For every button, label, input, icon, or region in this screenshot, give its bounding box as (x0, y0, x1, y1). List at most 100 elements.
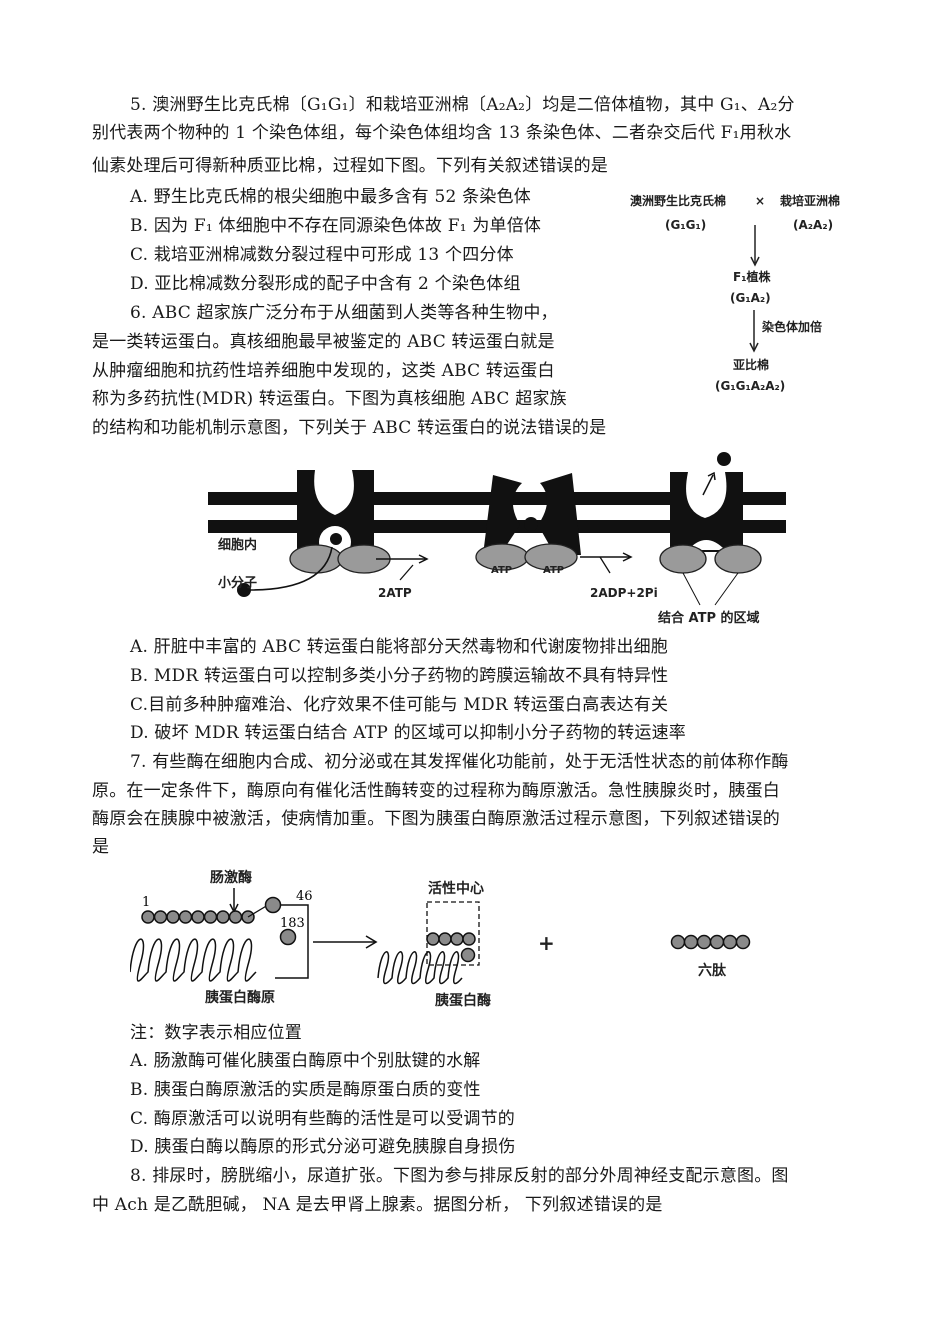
atp-label-right: ATP (543, 565, 564, 576)
peptide-link (247, 904, 269, 918)
position-183-label: 183 (280, 916, 305, 931)
release-arrow (702, 474, 714, 496)
q6-stem-line-1: 6. ABC 超家族广泛分布于从细菌到人类等各种生物中， (130, 303, 558, 323)
amino-acid-bead (735, 934, 751, 950)
chain-loop (275, 904, 309, 979)
callout-line (682, 572, 701, 606)
amino-acid-bead (722, 934, 738, 950)
amino-acid-bead (670, 934, 686, 950)
amino-acid-bead (191, 910, 205, 924)
enterokinase-label: 肠激酶 (210, 869, 252, 886)
q7-option-c: C. 酶原激活可以说明有些酶的活性是可以受调节的 (130, 1109, 516, 1129)
q6-stem-line-5: 的结构和功能机制示意图，下列关于 ABC 转运蛋白的说法错误的是 (92, 418, 607, 438)
position-46-label: 46 (296, 889, 313, 904)
atp-binding-domain (289, 544, 343, 574)
q7-option-d: D. 胰蛋白酶以酶原的形式分泌可避免胰腺自身损伤 (130, 1137, 516, 1157)
q5-stem-line-3: 仙素处理后可得新种质亚比棉，过程如下图。下列有关叙述错误的是 (92, 156, 608, 176)
atp-input-arrow (399, 564, 414, 581)
q7-stem-line-3: 酶原会在胰腺中被激活，使病情加重。下图为胰蛋白酶原激活过程示意图，下列叙述错误的 (92, 809, 780, 829)
q5-option-b: B. 因为 F₁ 体细胞中不存在同源染色体故 F₁ 为单倍体 (130, 216, 542, 236)
active-site-beads (426, 932, 476, 946)
q6-stem-line-2: 是一类转运蛋白。真核细胞最早被鉴定的 ABC 转运蛋白就是 (92, 332, 555, 352)
release-arrow-head (707, 471, 716, 481)
amino-acid-bead (178, 910, 193, 924)
q6-option-b: B. MDR 转运蛋白可以控制多类小分子药物的跨膜运输故不具有特异性 (130, 666, 669, 686)
active-center-box (426, 901, 480, 966)
arrow-head-1 (750, 256, 760, 267)
active-residue (460, 947, 476, 963)
parent1-label: 澳洲野生比克氏棉 (630, 193, 726, 208)
active-center-label: 活性中心 (428, 880, 484, 897)
small-molecule-label: 小分子 (218, 575, 257, 591)
position-1-label: 1 (142, 895, 150, 910)
q5-stem-line-2: 别代表两个物种的 1 个染色体组，每个染色体组均含 13 条染色体、二者杂交后代… (92, 123, 792, 143)
transporter-state-2 (483, 473, 581, 555)
arrow-1-head (418, 554, 429, 564)
amino-acid-bead (203, 910, 218, 924)
q5-option-c: C. 栽培亚洲棉减数分裂过程中可形成 13 个四分体 (130, 245, 514, 265)
q7-stem-line-2: 原。在一定条件下，酶原向有催化活性酶转变的过程称为酶原激活。急性胰腺炎时，胰蛋白 (92, 781, 780, 801)
amino-acid-bead (228, 910, 243, 924)
propeptide-beads (141, 910, 255, 924)
helix-coil (130, 938, 257, 982)
activation-arrow-head (365, 935, 378, 949)
hexapeptide-label: 六肽 (698, 962, 727, 979)
amino-acid-bead (166, 910, 180, 924)
parent2-label: 栽培亚洲棉 (780, 193, 840, 208)
q6-option-c: C.目前多种肿瘤难治、化疗效果不佳可能与 MDR 转运蛋白高表达有关 (130, 695, 669, 715)
atp-input-label: 2ATP (378, 586, 412, 600)
q7-note: 注：数字表示相应位置 (130, 1023, 302, 1043)
small-molecule-dot (237, 583, 251, 597)
parent1-genome: (G₁G₁) (665, 218, 706, 232)
q7-stem-line-1: 7. 有些酶在细胞内合成、初分泌或在其发挥催化功能前，处于无活性状态的前体称作酶 (130, 752, 789, 772)
q7-option-a: A. 肠激酶可催化胰蛋白酶原中个别肽键的水解 (130, 1051, 481, 1071)
q6-stem-line-4: 称为多药抗性(MDR) 转运蛋白。下图为真核细胞 ABC 超家族 (92, 389, 567, 409)
f1-label: F₁植株 (733, 269, 771, 284)
q6-option-a: A. 肝脏中丰富的 ABC 转运蛋白能将部分天然毒物和代谢废物排出细胞 (130, 637, 668, 657)
q8-stem-line-2: 中 Ach 是乙酰胆碱， NA 是去甲肾上腺素。据图分析， 下列叙述错误的是 (92, 1195, 663, 1215)
residue-46 (264, 896, 282, 914)
q5-stem-line-1: 5. 澳洲野生比克氏棉〔G₁G₁〕和栽培亚洲棉〔A₂A₂〕均是二倍体植物，其中 … (130, 95, 795, 115)
amino-acid-bead (683, 934, 699, 950)
atp-binding-domain (659, 544, 707, 574)
q5-option-a: A. 野生比克氏棉的根尖细胞中最多含有 52 条染色体 (130, 187, 531, 207)
released-molecule (717, 452, 731, 466)
uptake-path (249, 546, 333, 591)
amino-acid-bead (696, 934, 712, 950)
atp-binding-domain (714, 544, 762, 574)
trypsinogen-activation-diagram: 肠激酶 1 46 183 胰蛋白酶原 活性中心 胰蛋白酶 + 六肽 (130, 869, 751, 1009)
result-genome: (G₁G₁A₂A₂) (715, 379, 785, 393)
cross-symbol: × (755, 194, 765, 208)
callout-line (714, 572, 739, 606)
amino-acid-bead (216, 910, 230, 924)
q7-option-b: B. 胰蛋白酶原激活的实质是酶原蛋白质的变性 (130, 1080, 481, 1100)
amino-acid-bead (709, 934, 725, 950)
adp-output-label: 2ADP+2Pi (590, 586, 658, 600)
amino-acid-bead (426, 932, 440, 946)
trypsin-label: 胰蛋白酶 (435, 992, 491, 1009)
arrow-2-head (622, 552, 633, 562)
doubling-label: 染色体加倍 (761, 319, 822, 334)
plus-sign: + (538, 931, 555, 955)
result-label: 亚比棉 (733, 357, 769, 372)
amino-acid-bead (141, 910, 155, 924)
amino-acid-bead (450, 932, 464, 946)
q5-option-d: D. 亚比棉减数分裂形成的配子中含有 2 个染色体组 (130, 274, 521, 294)
arrow-head-2 (749, 342, 759, 353)
transported-molecule (524, 517, 538, 531)
amino-acid-bead (462, 932, 476, 946)
intracellular-label: 细胞内 (218, 537, 257, 553)
enzyme-coil (377, 951, 463, 985)
q6-option-d: D. 破坏 MDR 转运蛋白结合 ATP 的区域可以抑制小分子药物的转运速率 (130, 723, 687, 743)
adp-output-arrow (599, 556, 611, 574)
hexapeptide-beads (670, 934, 751, 950)
atp-label-left: ATP (491, 565, 512, 576)
zymogen-label: 胰蛋白酶原 (205, 989, 275, 1006)
amino-acid-bead (153, 910, 168, 924)
hybridization-diagram: 澳洲野生比克氏棉 × 栽培亚洲棉 (G₁G₁) (A₂A₂) F₁植株 (G₁A… (630, 193, 840, 393)
atp-binding-region-label: 结合 ATP 的区域 (658, 610, 760, 626)
q7-stem-line-4: 是 (92, 837, 110, 857)
bound-molecule (330, 533, 342, 545)
atp-bound-domain (524, 543, 578, 571)
f1-genome: (G₁A₂) (730, 291, 771, 305)
